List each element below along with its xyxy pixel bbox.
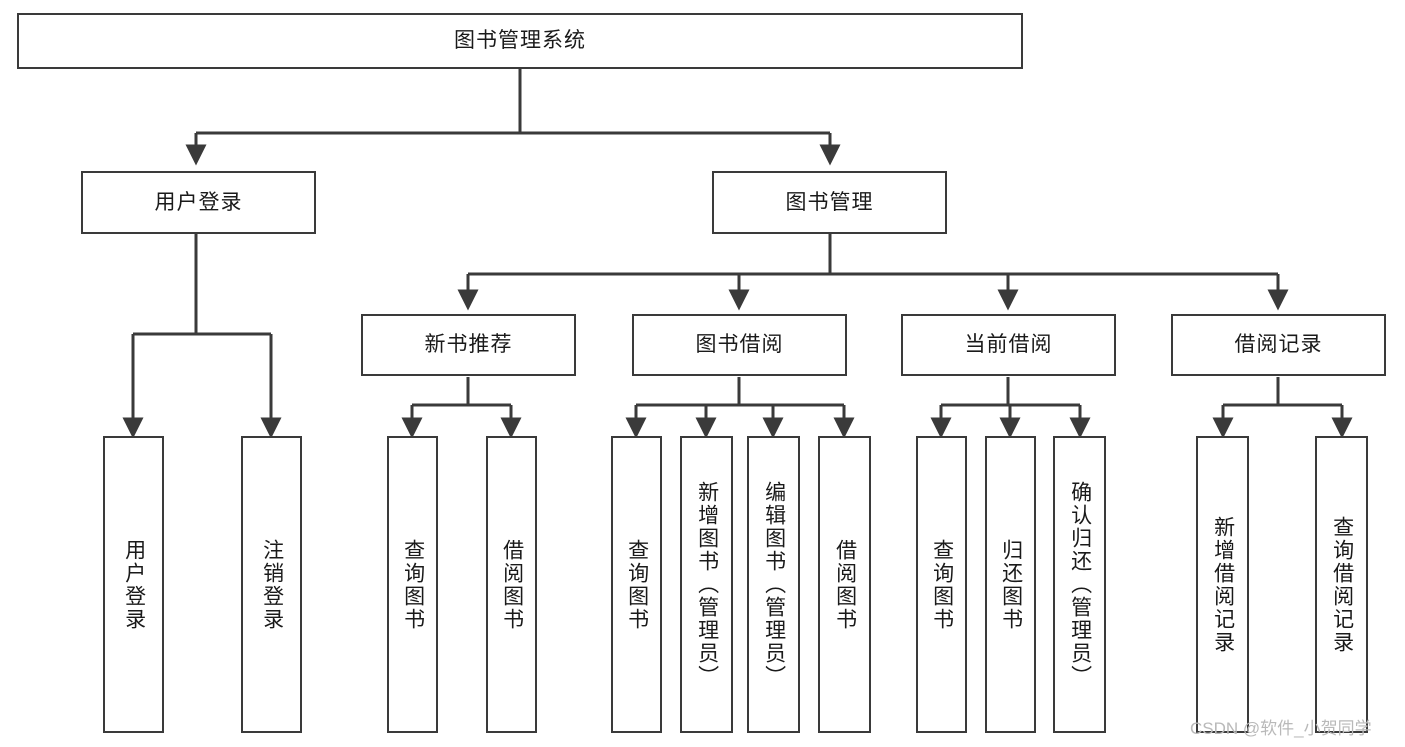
node-leaf-query-book-1[interactable]: 查询图书 xyxy=(387,436,438,733)
node-leaf-confirm-return[interactable]: 确认归还（管理员） xyxy=(1053,436,1106,733)
csdn-watermark: CSDN @软件_小贺同学 xyxy=(1190,719,1372,738)
node-leaf-add-book-label: 新增图书（管理员） xyxy=(695,481,719,688)
node-current-borrow-label: 当前借阅 xyxy=(964,333,1053,357)
node-leaf-logout-login-label: 注销登录 xyxy=(260,538,284,631)
node-leaf-query-book-3-label: 查询图书 xyxy=(930,538,954,631)
node-current-borrow[interactable]: 当前借阅 xyxy=(901,314,1116,376)
node-leaf-add-record-label: 新增借阅记录 xyxy=(1211,515,1235,654)
node-leaf-query-record-label: 查询借阅记录 xyxy=(1330,515,1354,654)
node-leaf-edit-book-label: 编辑图书（管理员） xyxy=(762,481,786,688)
node-leaf-confirm-return-label: 确认归还（管理员） xyxy=(1068,481,1092,688)
node-borrow-record[interactable]: 借阅记录 xyxy=(1171,314,1386,376)
node-book-manage-label: 图书管理 xyxy=(785,190,874,214)
node-leaf-borrow-book-1[interactable]: 借阅图书 xyxy=(486,436,537,733)
node-leaf-borrow-book-2[interactable]: 借阅图书 xyxy=(818,436,871,733)
node-leaf-edit-book[interactable]: 编辑图书（管理员） xyxy=(747,436,800,733)
node-user-login-label: 用户登录 xyxy=(154,190,243,214)
node-borrow-record-label: 借阅记录 xyxy=(1234,333,1323,357)
node-leaf-query-record[interactable]: 查询借阅记录 xyxy=(1315,436,1368,733)
node-leaf-add-book[interactable]: 新增图书（管理员） xyxy=(680,436,733,733)
node-root[interactable]: 图书管理系统 xyxy=(17,13,1023,69)
node-new-book-rec[interactable]: 新书推荐 xyxy=(361,314,576,376)
node-leaf-return-book[interactable]: 归还图书 xyxy=(985,436,1036,733)
node-leaf-borrow-book-1-label: 借阅图书 xyxy=(500,538,524,631)
node-book-borrow-label: 图书借阅 xyxy=(695,333,784,357)
node-book-manage[interactable]: 图书管理 xyxy=(712,171,947,234)
node-leaf-user-login-label: 用户登录 xyxy=(122,538,146,631)
node-leaf-user-login[interactable]: 用户登录 xyxy=(103,436,164,733)
node-leaf-query-book-2-label: 查询图书 xyxy=(625,538,649,631)
node-user-login[interactable]: 用户登录 xyxy=(81,171,316,234)
node-leaf-query-book-3[interactable]: 查询图书 xyxy=(916,436,967,733)
node-book-borrow[interactable]: 图书借阅 xyxy=(632,314,847,376)
node-leaf-borrow-book-2-label: 借阅图书 xyxy=(833,538,857,631)
node-leaf-logout-login[interactable]: 注销登录 xyxy=(241,436,302,733)
node-leaf-add-record[interactable]: 新增借阅记录 xyxy=(1196,436,1249,733)
node-leaf-query-book-1-label: 查询图书 xyxy=(401,538,425,631)
node-leaf-query-book-2[interactable]: 查询图书 xyxy=(611,436,662,733)
node-root-label: 图书管理系统 xyxy=(454,29,586,53)
node-new-book-rec-label: 新书推荐 xyxy=(424,333,513,357)
node-leaf-return-book-label: 归还图书 xyxy=(999,538,1023,631)
